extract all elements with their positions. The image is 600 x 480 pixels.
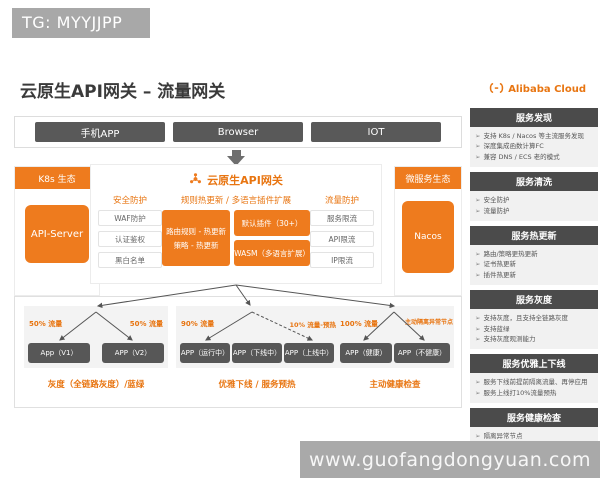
gateway-card: 云原生API网关 安全防护 WAF防护 认证鉴权 黑白名单 规则热更新 / 多语… <box>90 164 382 284</box>
traffic-percent-label: 50% 流量 <box>29 320 63 328</box>
blacklist-item: 黑白名单 <box>98 252 163 268</box>
default-plugins-box: 默认插件（30+） <box>234 210 310 236</box>
sidebar-section-cleaning: 服务清洗 ➢安全防护 ➢流量防护 <box>470 172 598 221</box>
gateway-title: 云原生API网关 <box>207 173 283 187</box>
alibaba-cloud-brackets-icon <box>488 82 505 97</box>
page-title: 云原生API网关 – 流量网关 <box>20 82 226 102</box>
app-running-node: APP（运行中） <box>180 343 230 363</box>
graceful-panel: 90% 流量 10% 流量-预热 APP（运行中） APP（下线中） APP（上… <box>176 306 338 368</box>
plugins-column: 规则热更新 / 多语言插件扩展 路由规则 - 热更新 策略 - 热更新 默认插件… <box>162 194 310 273</box>
sidebar-section-graceful: 服务优雅上下线 ➢服务下线前提前隔离流量、再停应用 ➢服务上线打10%流量预热 <box>470 354 598 404</box>
traffic-column: 流量防护 服务限流 API限流 IP限流 <box>309 194 374 273</box>
bullet-icon: ➢ <box>475 196 481 205</box>
traffic-percent-label: 10% 流量-预热 <box>289 321 336 329</box>
gray-release-caption: 灰度（全链路灰度）/蓝绿 <box>47 380 145 390</box>
alibaba-cloud-logo-text: Alibaba Cloud <box>508 84 586 95</box>
app-v1-node: App（V1） <box>28 343 90 363</box>
bullet-icon: ➢ <box>475 432 481 441</box>
bullet-icon: ➢ <box>475 132 481 140</box>
security-column: 安全防护 WAF防护 认证鉴权 黑白名单 <box>98 194 163 273</box>
clients-bar: 手机APP Browser IOT <box>14 116 462 148</box>
bullet-icon: ➢ <box>475 249 481 258</box>
nacos-node: Nacos <box>402 201 454 273</box>
down-arrow-icon <box>232 150 241 156</box>
k8s-ecosystem-card: K8s 生态 API-Server <box>14 166 100 296</box>
bullet-icon: ➢ <box>475 314 481 323</box>
ip-ratelimit-item: IP限流 <box>309 252 374 268</box>
client-mobile-app: 手机APP <box>35 122 165 142</box>
waf-protection-item: WAF防护 <box>98 210 163 226</box>
gray-release-panel: 50% 流量 50% 流量 App（V1） APP（V2） <box>24 306 168 368</box>
wasm-box: WASM（多语言扩展） <box>234 240 310 266</box>
watermark: www.guofangdongyuan.com <box>300 441 600 478</box>
traffic-column-title: 流量防护 <box>324 196 359 206</box>
microservice-ecosystem-card: 微服务生态 Nacos <box>394 166 462 296</box>
bullet-icon: ➢ <box>475 152 481 161</box>
service-ratelimit-item: 服务限流 <box>309 210 374 226</box>
bullet-icon: ➢ <box>475 142 481 151</box>
client-iot: IOT <box>311 122 441 142</box>
isolate-abnormal-label: 主动隔离异常节点 <box>404 319 453 326</box>
bullet-icon: ➢ <box>475 260 481 269</box>
app-v2-node: APP（V2） <box>102 343 164 363</box>
feature-sidebar: 服务发现 ➢支持 K8s / Nacos 等主流服务发现 ➢深度集成函数计算FC… <box>470 108 598 451</box>
k8s-ecosystem-header: K8s 生态 <box>15 167 99 189</box>
down-arrow-icon <box>227 156 245 166</box>
bullet-icon: ➢ <box>475 334 481 343</box>
bullet-icon: ➢ <box>475 378 481 387</box>
alibaba-cloud-logo: Alibaba Cloud <box>488 82 586 97</box>
bullet-icon: ➢ <box>475 270 481 279</box>
microservice-ecosystem-header: 微服务生态 <box>395 167 461 189</box>
gateway-columns: 安全防护 WAF防护 认证鉴权 黑白名单 规则热更新 / 多语言插件扩展 路由规… <box>91 189 381 273</box>
sidebar-section-discovery: 服务发现 ➢支持 K8s / Nacos 等主流服务发现 ➢深度集成函数计算FC… <box>470 108 598 168</box>
security-column-title: 安全防护 <box>113 196 148 206</box>
route-rules-hot-update-box: 路由规则 - 热更新 策略 - 热更新 <box>162 210 231 266</box>
telegram-badge: TG: MYYJJPP <box>12 8 150 38</box>
traffic-percent-label: 100% 流量 <box>340 320 379 328</box>
graceful-caption: 优雅下线 / 服务预热 <box>218 380 296 390</box>
plugins-column-title: 规则热更新 / 多语言插件扩展 <box>180 196 292 206</box>
app-offlining-node: APP（下线中） <box>232 343 282 363</box>
bullet-icon: ➢ <box>475 388 481 397</box>
app-healthy-node: APP（健康） <box>340 343 392 363</box>
traffic-percent-label: 90% 流量 <box>181 320 215 328</box>
app-onlining-node: APP（上线中） <box>284 343 334 363</box>
gateway-header: 云原生API网关 <box>91 165 381 189</box>
api-server-node: API-Server <box>25 205 89 263</box>
traffic-percent-label: 50% 流量 <box>129 320 163 328</box>
app-unhealthy-node: APP（不健康） <box>394 343 450 363</box>
gateway-cluster-icon <box>189 170 202 189</box>
client-browser: Browser <box>173 122 303 142</box>
health-check-caption: 主动健康检查 <box>369 380 421 390</box>
health-check-panel: 100% 流量 主动隔离异常节点 APP（健康） APP（不健康） <box>336 306 454 368</box>
bullet-icon: ➢ <box>475 206 481 215</box>
sidebar-section-gray: 服务灰度 ➢支持灰度，且支持全链路灰度 ➢支持蓝绿 ➢支持灰度观测能力 <box>470 290 598 350</box>
sidebar-section-hot-update: 服务热更新 ➢路由/策略更热更新 ➢证书热更新 ➢插件热更新 <box>470 225 598 286</box>
bullet-icon: ➢ <box>475 324 481 333</box>
api-ratelimit-item: API限流 <box>309 231 374 247</box>
auth-item: 认证鉴权 <box>98 231 163 247</box>
